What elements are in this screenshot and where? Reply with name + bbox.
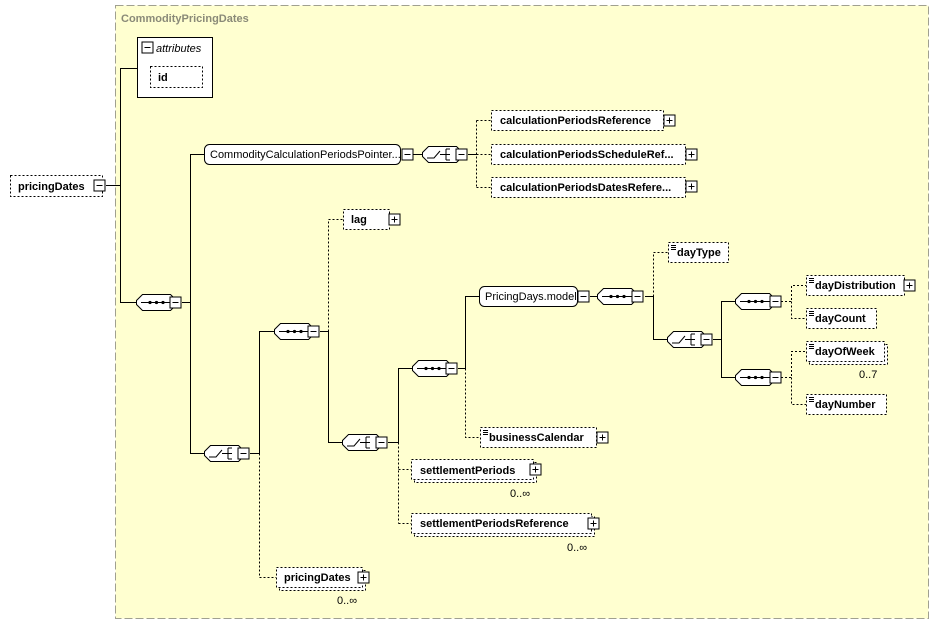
sequence-daycount-collapse-icon[interactable]: [769, 295, 782, 308]
day-count-label: dayCount: [815, 313, 866, 325]
attributes-title: attributes: [156, 43, 202, 55]
pointer-group-node[interactable]: CommodityCalculationPeriodsPointer....: [204, 144, 414, 165]
settlement-periods-node[interactable]: settlementPeriods 0..∞: [411, 459, 542, 501]
settlement-periods-cardinality: 0..∞: [510, 488, 530, 500]
connectors: [106, 68, 735, 454]
day-distribution-label: dayDistribution: [815, 280, 896, 292]
pricing-days-model-node[interactable]: PricingDays.model: [479, 286, 590, 307]
day-number-label: dayNumber: [815, 399, 876, 411]
attribute-id[interactable]: [150, 66, 203, 88]
calc-periods-schedule-ref-expand-icon[interactable]: [685, 148, 698, 161]
calc-periods-dates-ref-node[interactable]: calculationPeriodsDatesRefere...: [491, 177, 698, 198]
calc-periods-ref-node[interactable]: calculationPeriodsReference: [491, 110, 676, 131]
settlement-periods-reference-expand-icon[interactable]: [587, 517, 600, 530]
settlement-periods-expand-icon[interactable]: [529, 463, 542, 476]
lag-node[interactable]: lag: [343, 209, 401, 230]
root-label: pricingDates: [18, 181, 85, 193]
sequence-compositor-lag: [274, 323, 320, 340]
choice-days-collapse-icon[interactable]: [375, 436, 388, 449]
lag-label: lag: [351, 214, 367, 226]
group-title: CommodityPricingDates: [121, 13, 249, 25]
sequence-compositor-dayofweek: [735, 369, 782, 386]
sequence-lag-collapse-icon[interactable]: [307, 325, 320, 338]
pointer-group-collapse-icon[interactable]: [401, 148, 414, 161]
sequence-compositor-main: [136, 294, 182, 311]
sequence-dayofweek-collapse-icon[interactable]: [769, 371, 782, 384]
settlement-periods-reference-node[interactable]: settlementPeriodsReference 0..∞: [411, 513, 600, 555]
pricing-dates-inner-label: pricingDates: [284, 572, 351, 584]
calc-periods-dates-ref-expand-icon[interactable]: [685, 180, 698, 193]
attribute-id-label: id: [158, 72, 168, 84]
calc-periods-ref-label: calculationPeriodsReference: [500, 115, 651, 127]
business-calendar-node[interactable]: businessCalendar: [480, 427, 609, 448]
day-of-week-label: dayOfWeek: [815, 346, 876, 358]
settlement-periods-reference-cardinality: 0..∞: [567, 542, 587, 554]
root-collapse-icon[interactable]: [93, 179, 106, 192]
calc-periods-dates-ref-label: calculationPeriodsDatesRefere...: [500, 182, 671, 194]
choice-compositor-pointer: [422, 146, 468, 163]
attributes-box: attributes id: [137, 37, 213, 98]
sequence-model-collapse-icon[interactable]: [445, 362, 458, 375]
sequence-compositor-daytype: [597, 288, 644, 305]
pricing-days-model-collapse-icon[interactable]: [577, 290, 590, 303]
sequence-compositor-model: [412, 360, 458, 377]
choice-compositor-bottom: [204, 445, 250, 462]
choice-compositor-distribution: [667, 331, 713, 348]
sequence-daytype-collapse-icon[interactable]: [631, 290, 644, 303]
root-element[interactable]: pricingDates: [10, 175, 106, 197]
choice-bottom-collapse-icon[interactable]: [237, 447, 250, 460]
day-of-week-node[interactable]: dayOfWeek 0..7: [806, 341, 888, 382]
choice-distribution-collapse-icon[interactable]: [700, 333, 713, 346]
day-type-label: dayType: [677, 247, 721, 259]
lag-expand-icon[interactable]: [388, 213, 401, 226]
optional-connectors: [259, 120, 806, 578]
business-calendar-label: businessCalendar: [489, 432, 584, 444]
day-distribution-node[interactable]: dayDistribution: [806, 275, 916, 296]
day-number-node[interactable]: dayNumber: [806, 394, 887, 415]
choice-compositor-days: [342, 434, 388, 451]
calc-periods-schedule-ref-node[interactable]: calculationPeriodsScheduleRef...: [491, 144, 698, 165]
choice-pointer-collapse-icon[interactable]: [455, 148, 468, 161]
settlement-periods-reference-label: settlementPeriodsReference: [420, 518, 569, 530]
day-count-node[interactable]: dayCount: [806, 308, 877, 329]
sequence-main-collapse-icon[interactable]: [169, 296, 182, 309]
calc-periods-schedule-ref-label: calculationPeriodsScheduleRef...: [500, 149, 674, 161]
sequence-compositor-daycount: [735, 293, 782, 310]
pricing-dates-inner-cardinality: 0..∞: [337, 595, 357, 607]
pricing-dates-inner-node[interactable]: pricingDates 0..∞: [276, 567, 370, 608]
day-type-node[interactable]: dayType: [668, 242, 729, 263]
pricing-dates-inner-expand-icon[interactable]: [357, 571, 370, 584]
settlement-periods-label: settlementPeriods: [420, 465, 515, 477]
day-distribution-expand-icon[interactable]: [903, 279, 916, 292]
day-of-week-cardinality: 0..7: [859, 369, 877, 381]
calc-periods-ref-expand-icon[interactable]: [663, 114, 676, 127]
business-calendar-expand-icon[interactable]: [596, 431, 609, 444]
pointer-group-label: CommodityCalculationPeriodsPointer....: [210, 149, 404, 161]
pricing-days-model-label: PricingDays.model: [485, 291, 577, 303]
